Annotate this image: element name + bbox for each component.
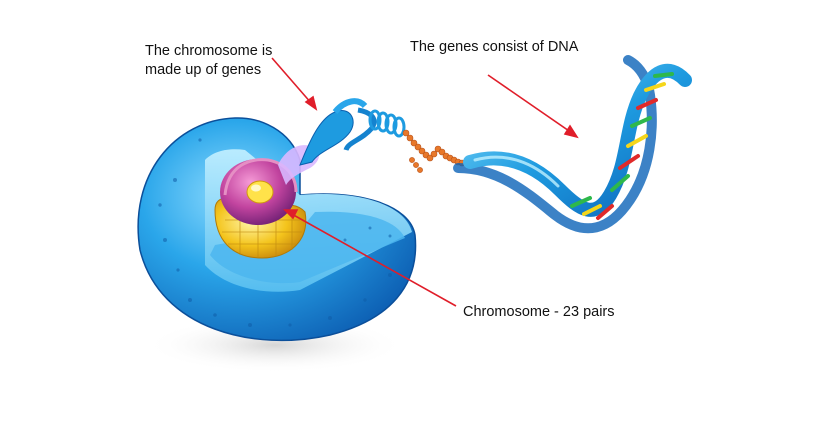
- dna-helix: [453, 55, 692, 234]
- label-chromosome-pairs: Chromosome - 23 pairs: [463, 304, 615, 320]
- label-genes-dna: The genes consist of DNA: [410, 39, 579, 55]
- arrowhead-genes-dna: [563, 124, 579, 139]
- arrowhead-chromosome-pairs: [283, 209, 299, 220]
- chromatin-coil: [368, 109, 406, 138]
- arrowhead-chromosome-genes: [304, 95, 318, 111]
- label-chromosome-genes-line1: The chromosome is: [145, 43, 273, 59]
- nucleolus: [246, 180, 274, 204]
- arrow-chromosome-genes: [271, 57, 313, 105]
- cell-cytoplasm: [210, 211, 405, 284]
- nucleus: [214, 158, 307, 259]
- nucleus-envelope: [223, 158, 298, 196]
- dna-ribbon-front: [463, 63, 692, 217]
- label-chromosome-genes-line2: made up of genes: [145, 62, 262, 78]
- gene-beads: [402, 129, 466, 173]
- annotation-arrows: [271, 57, 579, 307]
- label-chromosome-genes: The chromosome is made up of genes: [145, 42, 272, 80]
- arrow-genes-dna: [487, 74, 573, 134]
- nucleolus-highlight: [251, 184, 261, 192]
- arrow-chromosome-pairs: [289, 212, 457, 307]
- chromosome: [299, 98, 377, 166]
- dna-ribbon-highlight: [473, 155, 560, 188]
- dna-base-pairs: [570, 72, 674, 220]
- cell-speckles: [158, 138, 392, 327]
